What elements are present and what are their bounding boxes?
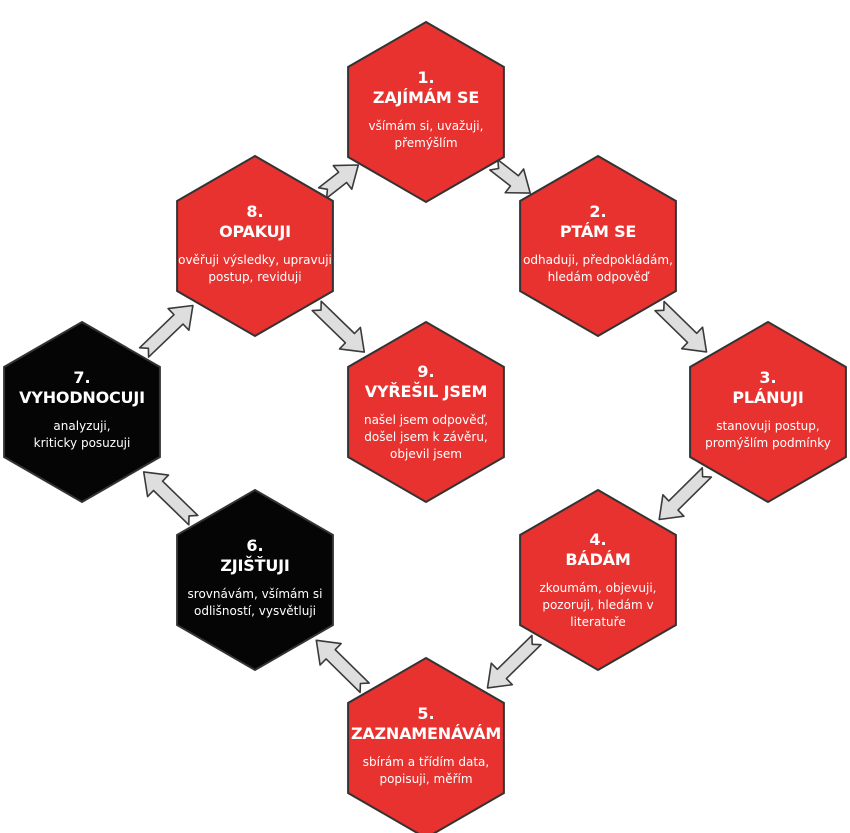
step-4-desc-line: literatuře: [570, 615, 626, 629]
step-2-number: 2.: [589, 202, 607, 221]
step-6-title: ZJIŠŤUJI: [220, 556, 290, 575]
step-4: 4. BÁDÁM zkoumám, objevuji, pozoruji, hl…: [513, 530, 683, 631]
step-9-title: VYŘEŠIL JSEM: [364, 382, 488, 401]
step-5-title: ZAZNAMENÁVÁM: [350, 724, 502, 743]
step-3-description: stanovuji postup, promýšlím podmínky: [683, 418, 850, 452]
step-5-description: sbírám a třídím data, popisuji, měřím: [341, 754, 511, 788]
arrow-s7-to-s8: [138, 304, 194, 358]
step-4-desc-line: zkoumám, objevuji,: [539, 581, 657, 595]
arrow-s2-to-s3: [654, 300, 708, 353]
step-7-desc-line: kriticky posuzuji: [33, 436, 131, 450]
step-5: 5. ZAZNAMENÁVÁM sbírám a třídím data, po…: [341, 704, 511, 788]
hexagon-step-2: [519, 154, 677, 338]
step-2: 2. PTÁM SE odhaduji, předpokládám, hledá…: [513, 202, 683, 286]
step-8-desc-line: postup, reviduji: [208, 270, 302, 284]
step-1-number: 1.: [417, 68, 435, 87]
step-8-desc-line: ověřuji výsledky, upravuji: [178, 253, 332, 267]
step-9-number: 9.: [417, 362, 435, 381]
arrow-s8-to-s9: [311, 300, 366, 353]
hexagon-step-6: [176, 488, 334, 672]
hexagon-step-5: [347, 656, 505, 833]
hexagon-layer: [3, 20, 847, 833]
step-8: 8. OPAKUJI ověřuji výsledky, upravuji po…: [170, 202, 340, 286]
arrow-s5-to-s6: [315, 639, 370, 694]
step-6-description: srovnávám, všímám si odlišností, vysvětl…: [170, 586, 340, 620]
step-4-desc-line: pozoruji, hledám v: [542, 598, 654, 612]
step-6-number: 6.: [246, 536, 264, 555]
step-3-desc-line: stanovuji postup,: [716, 419, 820, 433]
step-1-description: všímám si, uvažuji, přemýšlím: [341, 118, 511, 152]
arrow-s4-to-s5: [486, 634, 542, 689]
step-5-number: 5.: [417, 704, 435, 723]
step-5-desc-line: popisuji, měřím: [379, 772, 473, 786]
step-2-desc-line: odhaduji, předpokládám,: [523, 253, 673, 267]
step-4-description: zkoumám, objevuji, pozoruji, hledám v li…: [513, 580, 683, 631]
step-4-number: 4.: [589, 530, 607, 549]
step-6: 6. ZJIŠŤUJI srovnávám, všímám si odlišno…: [170, 536, 340, 620]
step-2-title: PTÁM SE: [559, 222, 637, 241]
step-9-description: našel jsem odpověď, došel jsem k závěru,…: [341, 412, 511, 463]
hexagon-step-1: [347, 20, 505, 204]
step-9-desc-line: došel jsem k závěru,: [364, 430, 488, 444]
step-7-description: analyzuji, kriticky posuzuji: [0, 418, 167, 452]
step-1: 1. ZAJÍMÁM SE všímám si, uvažuji, přemýš…: [341, 68, 511, 152]
step-7-title: VYHODNOCUJI: [19, 388, 145, 407]
step-8-title: OPAKUJI: [219, 222, 291, 241]
step-3-desc-line: promýšlím podmínky: [705, 436, 831, 450]
step-2-desc-line: hledám odpověď: [547, 270, 649, 284]
step-8-description: ověřuji výsledky, upravuji postup, revid…: [170, 252, 340, 286]
step-1-desc-line: všímám si, uvažuji,: [368, 119, 484, 133]
step-3: 3. PLÁNUJI stanovuji postup, promýšlím p…: [683, 368, 850, 452]
step-8-number: 8.: [246, 202, 264, 221]
step-2-description: odhaduji, předpokládám, hledám odpověď: [513, 252, 683, 286]
arrow-layer: [138, 158, 713, 694]
step-7-number: 7.: [73, 368, 91, 387]
step-6-desc-line: odlišností, vysvětluji: [194, 604, 316, 618]
step-5-desc-line: sbírám a třídím data,: [362, 755, 490, 769]
arrow-s3-to-s4: [658, 467, 713, 521]
step-7: 7. VYHODNOCUJI analyzuji, kriticky posuz…: [0, 368, 167, 452]
step-1-title: ZAJÍMÁM SE: [372, 88, 480, 107]
step-7-desc-line: analyzuji,: [53, 419, 111, 433]
arrow-s6-to-s7: [142, 471, 199, 526]
step-3-title: PLÁNUJI: [732, 388, 804, 407]
step-3-number: 3.: [759, 368, 777, 387]
step-9-desc-line: objevil jsem: [390, 447, 462, 461]
arrow-s8-to-s1: [317, 164, 360, 199]
hexagon-step-8: [176, 154, 334, 338]
step-6-desc-line: srovnávám, všímám si: [187, 587, 323, 601]
step-4-title: BÁDÁM: [565, 550, 631, 569]
step-9: 9. VYŘEŠIL JSEM našel jsem odpověď, doše…: [341, 362, 511, 463]
hexagon-step-3: [689, 320, 847, 504]
step-1-desc-line: přemýšlím: [394, 136, 458, 150]
arrow-s1-to-s2: [489, 158, 531, 194]
hexagon-step-7: [3, 320, 161, 504]
step-9-desc-line: našel jsem odpověď,: [363, 413, 489, 427]
hexagon-step-9: [347, 320, 505, 504]
hexagon-step-4: [519, 488, 677, 672]
